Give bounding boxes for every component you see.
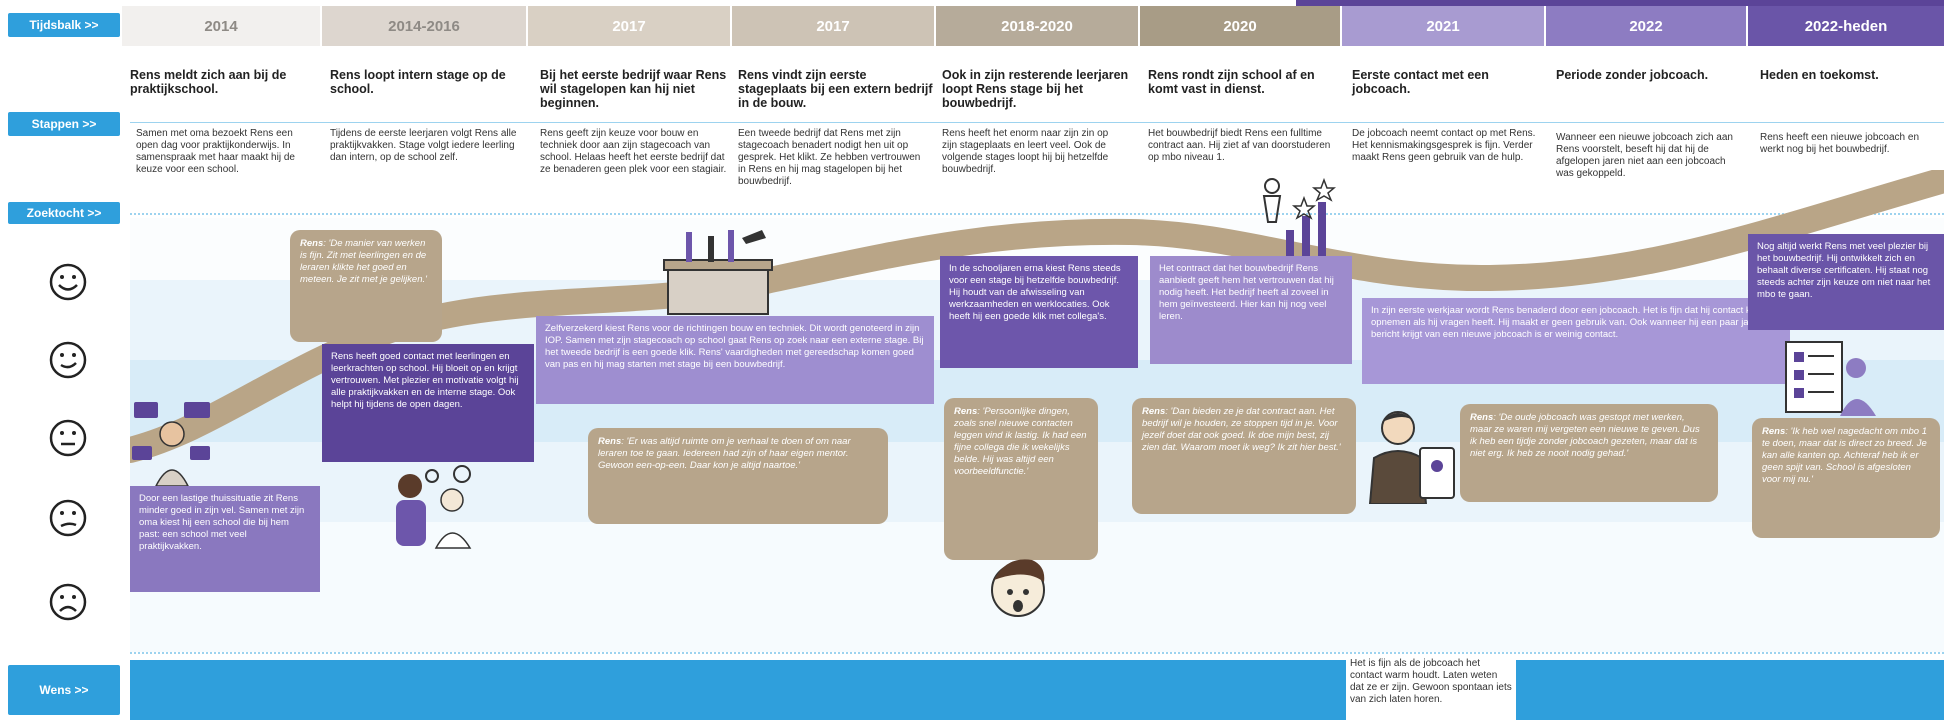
quote-4: Rens: 'Dan bieden ze je dat contract aan…: [1132, 398, 1356, 514]
bubble-7: Nog altijd werkt Rens met veel plezier b…: [1748, 234, 1944, 330]
step-title-9: Heden en toekomst.: [1760, 68, 1879, 82]
step-title-1: Rens meldt zich aan bij de praktijkschoo…: [130, 68, 287, 96]
quote-6-speaker: Rens: [1762, 426, 1786, 437]
quote-3-speaker: Rens: [954, 406, 978, 417]
contract-signing-icon: [1785, 341, 1876, 416]
sad-face-icon: [49, 583, 87, 621]
step-title-4: Rens vindt zijn eerste stageplaats bij e…: [738, 68, 933, 110]
surprised-face-icon: [991, 559, 1045, 617]
year-1: 2014: [122, 6, 320, 46]
bubble-3: Zelfverzekerd kiest Rens voor de richtin…: [536, 316, 934, 404]
quote-6: Rens: 'Ik heb wel nagedacht om mbo 1 te …: [1752, 418, 1940, 538]
quote-1: Rens: 'De manier van werken is fijn. Zit…: [290, 230, 442, 342]
quote-1-text: 'De manier van werken is fijn. Zit met l…: [300, 238, 427, 285]
year-3: 2017: [528, 6, 730, 46]
year-8: 2022: [1546, 6, 1746, 46]
bubble-2: Rens heeft goed contact met leerlingen e…: [322, 344, 534, 462]
quote-4-text: 'Dan bieden ze je dat contract aan. Het …: [1142, 406, 1341, 453]
bubble-5: Het contract dat het bouwbedrijf Rens aa…: [1150, 256, 1352, 364]
steps-divider: [130, 122, 1944, 123]
wish-label: Wens >>: [8, 665, 120, 715]
step-text-6: Het bouwbedrijf biedt Rens een fulltime …: [1148, 128, 1331, 163]
career-growth-icon: [1262, 177, 1336, 256]
steps-label: Stappen >>: [8, 112, 120, 136]
search-label: Zoektocht >>: [8, 202, 120, 224]
step-text-5: Rens heeft het enorm naar zijn zin op zi…: [942, 128, 1109, 175]
step-title-6: Rens rondt zijn school af en komt vast i…: [1148, 68, 1315, 96]
wish-band: [130, 660, 1944, 720]
helping-people-icon: [396, 465, 472, 549]
quote-2: Rens: 'Er was altijd ruimte om je verhaa…: [588, 428, 888, 524]
year-9: 2022-heden: [1748, 6, 1944, 46]
quote-6-text: 'Ik heb wel nagedacht om mbo 1 te doen, …: [1762, 426, 1927, 485]
step-text-4: Een tweede bedrijf dat Rens met zijn sta…: [738, 128, 921, 187]
neutral-face-icon: [49, 419, 87, 457]
step-title-2: Rens loopt intern stage op de school.: [330, 68, 506, 96]
toolbox-icon: [663, 230, 773, 315]
step-text-8: Wanneer een nieuwe jobcoach zich aan Ren…: [1556, 132, 1733, 179]
quote-3: Rens: 'Persoonlijke dingen, zoals snel n…: [944, 398, 1098, 560]
quote-1-speaker: Rens: [300, 238, 324, 249]
happy-face-icon: [49, 341, 87, 379]
year-2: 2014-2016: [322, 6, 526, 46]
year-7: 2021: [1342, 6, 1544, 46]
step-title-8: Periode zonder jobcoach.: [1556, 68, 1709, 82]
step-text-7: De jobcoach neemt contact op met Rens. H…: [1352, 128, 1536, 163]
wish-text: Het is fijn als de jobcoach het contact …: [1346, 656, 1516, 720]
step-text-2: Tijdens de eerste leerjaren volgt Rens a…: [330, 128, 517, 163]
search-divider: [130, 213, 1944, 215]
timeline-label: Tijdsbalk >>: [8, 13, 120, 37]
very-happy-face-icon: [49, 263, 87, 301]
year-5: 2018-2020: [936, 6, 1138, 46]
step-text-3: Rens geeft zijn keuze voor bouw en techn…: [540, 128, 727, 175]
bubble-4: In de schooljaren erna kiest Rens steeds…: [940, 256, 1138, 368]
quote-2-text: 'Er was altijd ruimte om je verhaal te d…: [598, 436, 851, 471]
year-4: 2017: [732, 6, 934, 46]
quote-5: Rens: 'De oude jobcoach was gestopt met …: [1460, 404, 1718, 502]
bubble-1: Door een lastige thuissituatie zit Rens …: [130, 486, 320, 592]
quote-3-text: 'Persoonlijke dingen, zoals snel nieuwe …: [954, 406, 1087, 477]
quote-2-speaker: Rens: [598, 436, 622, 447]
wish-divider: [130, 652, 1944, 654]
businessman-icon: [1368, 411, 1455, 504]
step-title-7: Eerste contact met een jobcoach.: [1352, 68, 1489, 96]
bubble-6: In zijn eerste werkjaar wordt Rens benad…: [1362, 298, 1790, 384]
quote-5-text: 'De oude jobcoach was gestopt met werken…: [1470, 412, 1700, 459]
step-title-5: Ook in zijn resterende leerjaren loopt R…: [942, 68, 1129, 110]
unhappy-face-icon: [49, 499, 87, 537]
quote-5-speaker: Rens: [1470, 412, 1494, 423]
step-text-9: Rens heeft een nieuwe jobcoach en werkt …: [1760, 132, 1920, 155]
step-title-3: Bij het eerste bedrijf waar Rens wil sta…: [540, 68, 727, 110]
step-text-1: Samen met oma bezoekt Rens een open dag …: [136, 128, 295, 175]
chat-person-icon: [132, 402, 210, 486]
year-6: 2020: [1140, 6, 1340, 46]
header-accent: [1296, 0, 1944, 6]
quote-4-speaker: Rens: [1142, 406, 1166, 417]
